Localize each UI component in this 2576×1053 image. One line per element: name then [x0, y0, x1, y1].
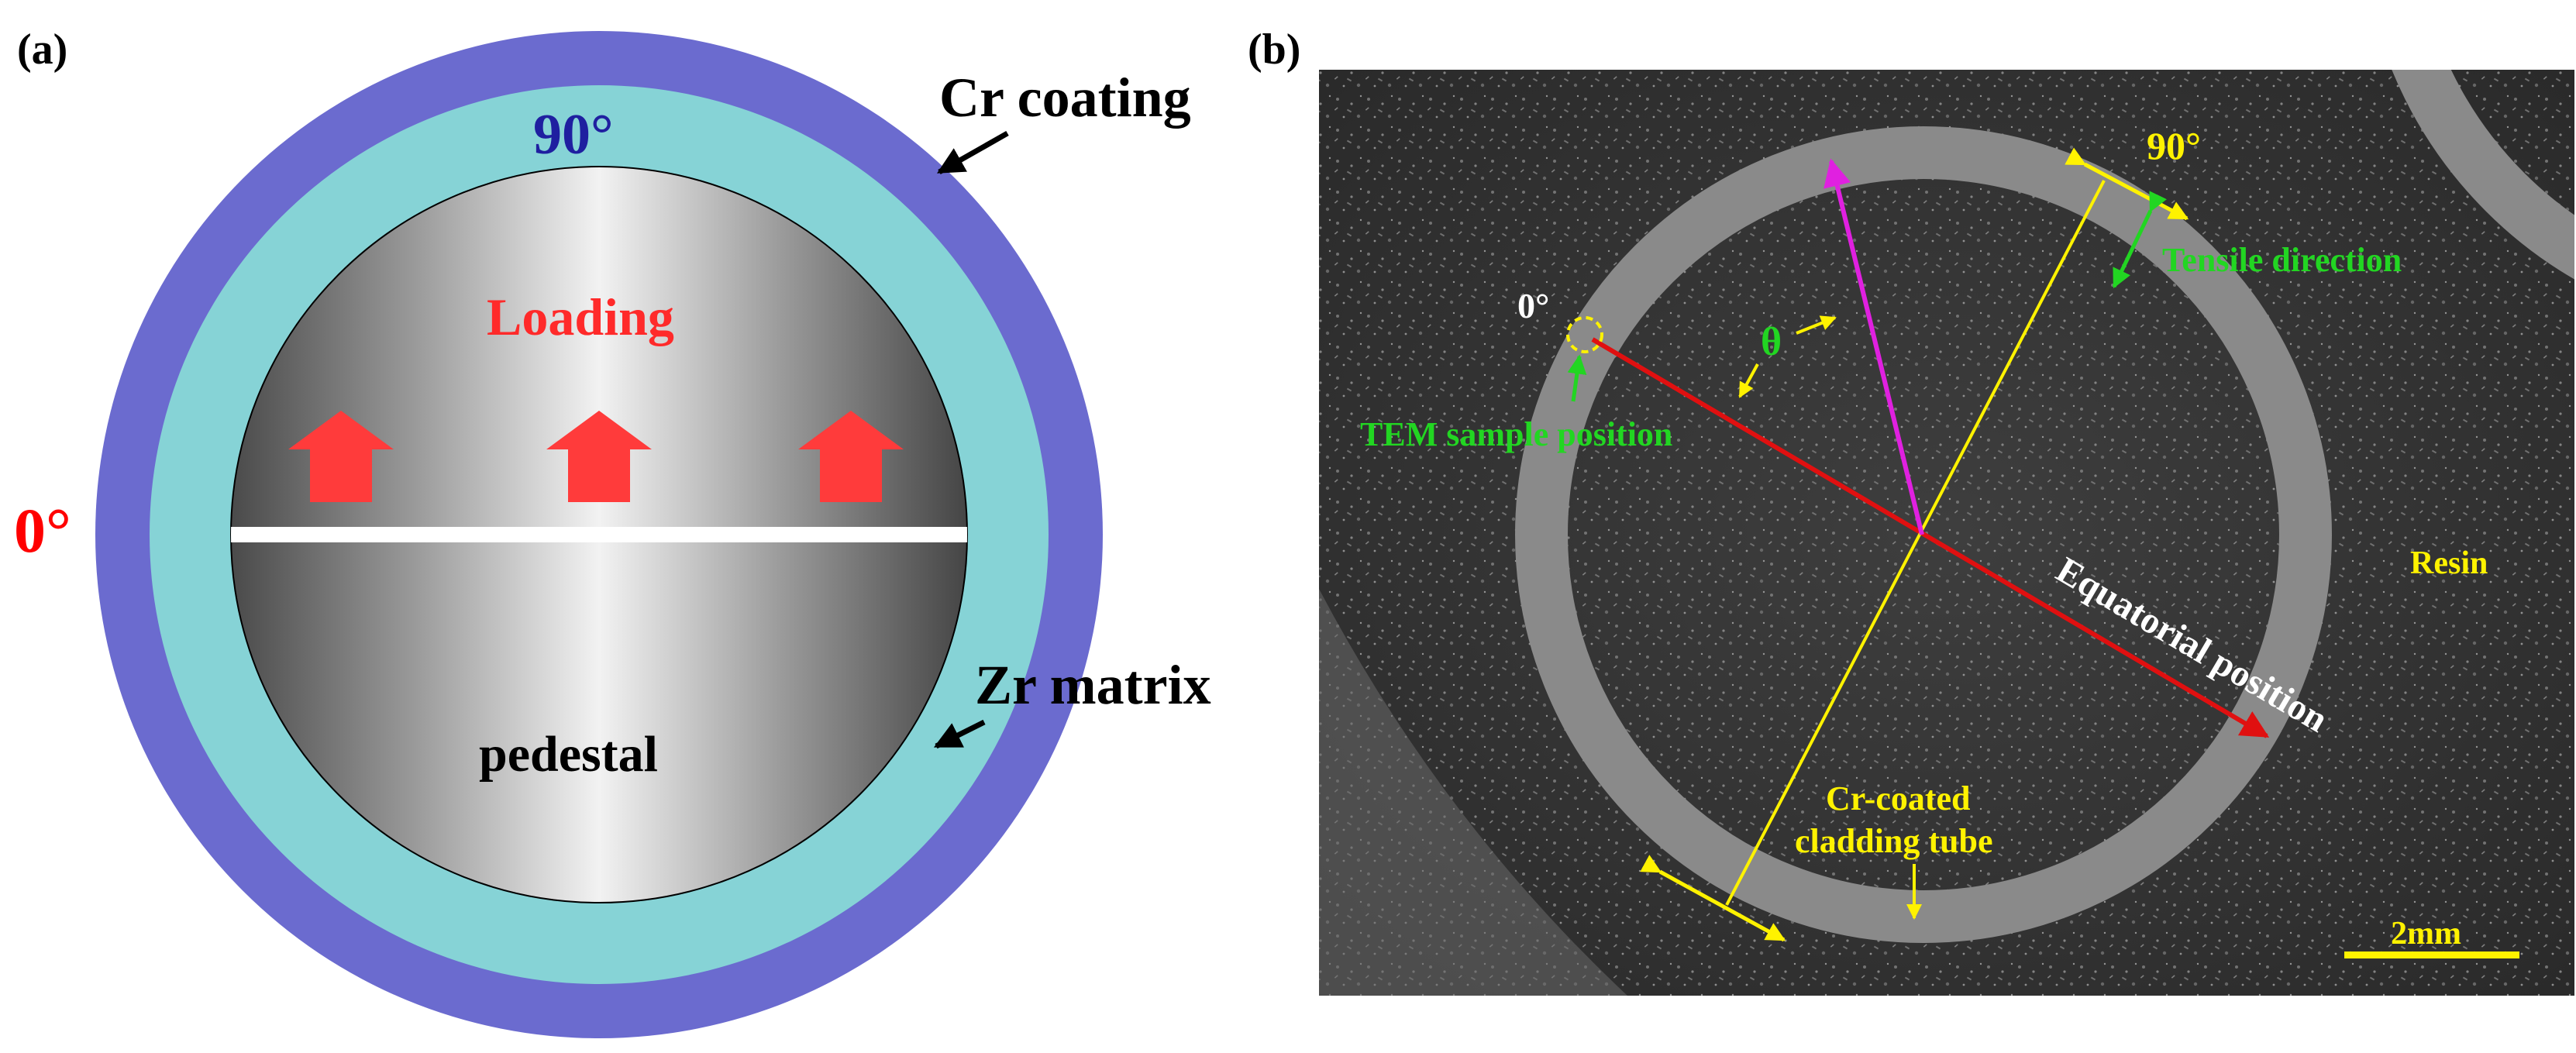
cr-coating-pointer: [936, 130, 1009, 175]
cr-coated-label-line1: Cr-coated: [1826, 779, 1971, 817]
angle-90-label-b: 90°: [2147, 124, 2201, 167]
tensile-direction-label: Tensile direction: [2162, 241, 2402, 279]
panel-b: (b) 90° Tensile direction 0° TEM sample …: [1248, 26, 2574, 996]
panel-a: (a) 90° 0° Loading pedestal Cr coating Z…: [14, 26, 1211, 1038]
angle-0-label-b: 0°: [1517, 286, 1549, 325]
loading-arrow-left: [288, 411, 394, 502]
resin-label: Resin: [2410, 545, 2488, 581]
scale-bar: [2344, 951, 2519, 958]
zr-matrix-label: Zr matrix: [975, 654, 1211, 716]
loading-label: Loading: [487, 287, 674, 346]
theta-label: θ: [1761, 320, 1782, 364]
tensile-axis-line: [1725, 180, 2106, 906]
lower-left-region: [1319, 589, 1627, 996]
panel-b-label: (b): [1248, 26, 1300, 74]
cr-coated-label-line2: cladding tube: [1795, 822, 1993, 860]
bottom-tube-span: [1640, 855, 1786, 942]
cladding-tube-ring: [1515, 126, 2332, 943]
angle-90-label: 90°: [533, 103, 614, 167]
gap-line: [231, 527, 967, 542]
panel-a-label: (a): [17, 26, 67, 74]
theta-pointer-upper: [1796, 315, 1837, 335]
tem-position-marker: [1566, 316, 1603, 353]
angle-0-label: 0°: [14, 495, 71, 566]
tem-position-pointer: [1567, 354, 1587, 402]
tensile-direction-arrow: [2112, 191, 2168, 289]
cr-coating-label: Cr coating: [939, 67, 1191, 129]
theta-ray-line: [1824, 158, 1924, 535]
loading-arrow-right: [798, 411, 904, 502]
pedestal-label: pedestal: [479, 726, 658, 783]
scale-bar-label: 2mm: [2391, 916, 2461, 951]
loading-arrow-center: [546, 411, 652, 502]
theta-pointer-lower: [1738, 363, 1759, 398]
equatorial-line: [1591, 337, 2270, 738]
zr-matrix-pointer: [933, 719, 986, 749]
tem-sample-position-label: TEM sample position: [1360, 415, 1672, 453]
